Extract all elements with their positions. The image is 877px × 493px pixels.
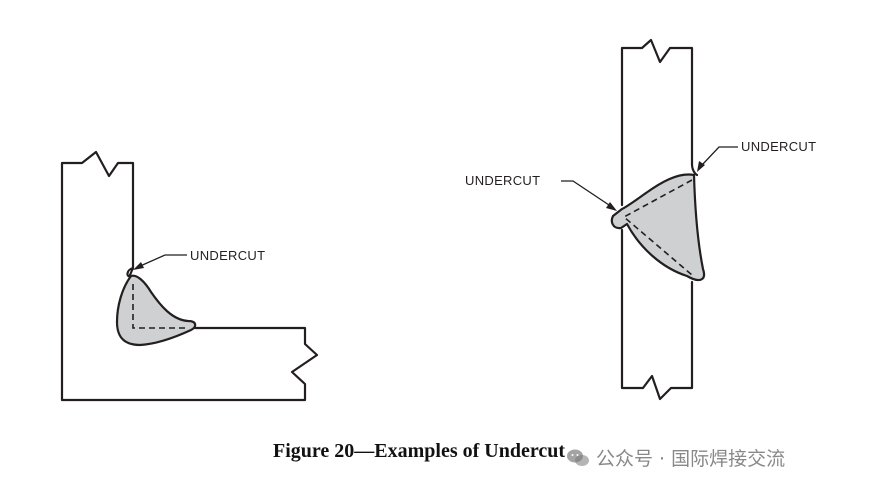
fillet-fusion-line <box>132 284 188 329</box>
right-lower-undercut-arrowhead <box>606 202 617 211</box>
fillet-weld-example: UNDERCUT <box>60 150 319 402</box>
lower-plate <box>620 228 694 401</box>
figure-caption: Figure 20—Examples of Undercut <box>273 440 566 462</box>
groove-weld-example: UNDERCUT UNDERCUT <box>465 38 816 401</box>
left-undercut-leader <box>137 254 187 268</box>
right-lower-undercut-label: UNDERCUT <box>465 173 540 188</box>
right-upper-undercut-leader <box>701 146 738 166</box>
vertical-plate <box>60 150 135 330</box>
right-upper-undercut-arrowhead <box>697 161 705 172</box>
watermark: 公众号 · 国际焊接交流 <box>566 444 785 471</box>
groove-fusion-line <box>622 179 693 276</box>
right-lower-undercut-leader <box>561 180 613 208</box>
watermark-text: 公众号 · 国际焊接交流 <box>596 448 786 470</box>
left-undercut-label: UNDERCUT <box>190 248 265 263</box>
base-plate <box>60 326 319 402</box>
right-upper-undercut-label: UNDERCUT <box>741 139 816 154</box>
fillet-weld-bead <box>115 274 197 347</box>
left-undercut-arrowhead <box>133 262 144 270</box>
undercut-notch <box>126 266 135 278</box>
upper-plate <box>620 38 699 207</box>
wechat-icon <box>567 449 589 466</box>
groove-weld-bead <box>610 173 706 282</box>
